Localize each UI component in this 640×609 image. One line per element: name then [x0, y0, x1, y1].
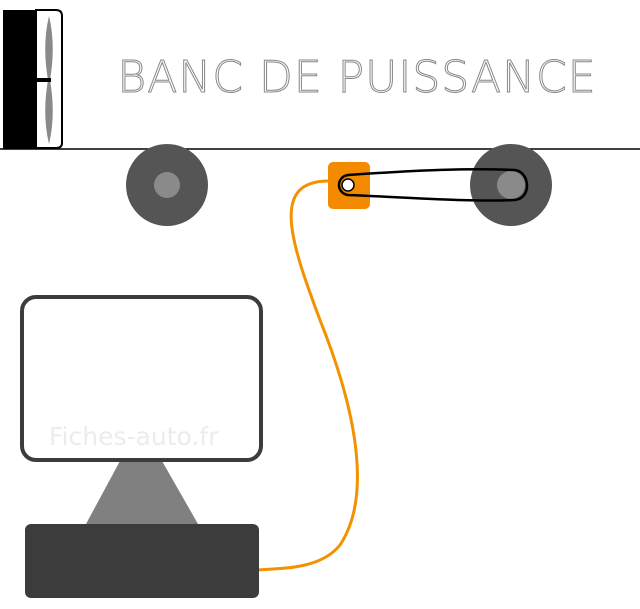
computer-base [25, 524, 259, 598]
roller-right [470, 144, 552, 226]
vehicle [3, 9, 63, 149]
page-title: BANC DE PUISSANCE [117, 52, 596, 103]
drive-belt [337, 167, 529, 202]
monitor-screen [20, 295, 263, 462]
sensor-cable [257, 179, 359, 572]
vehicle-body [3, 10, 36, 149]
roller-left [126, 144, 208, 226]
roller-hub [497, 171, 525, 199]
computer: Fiches-auto.fr [20, 295, 263, 598]
roller-hub [154, 172, 180, 198]
watermark: Fiches-auto.fr [49, 422, 219, 451]
sensor-pulley [341, 178, 355, 192]
monitor-stand [86, 461, 198, 524]
propeller-shaft [36, 78, 51, 82]
